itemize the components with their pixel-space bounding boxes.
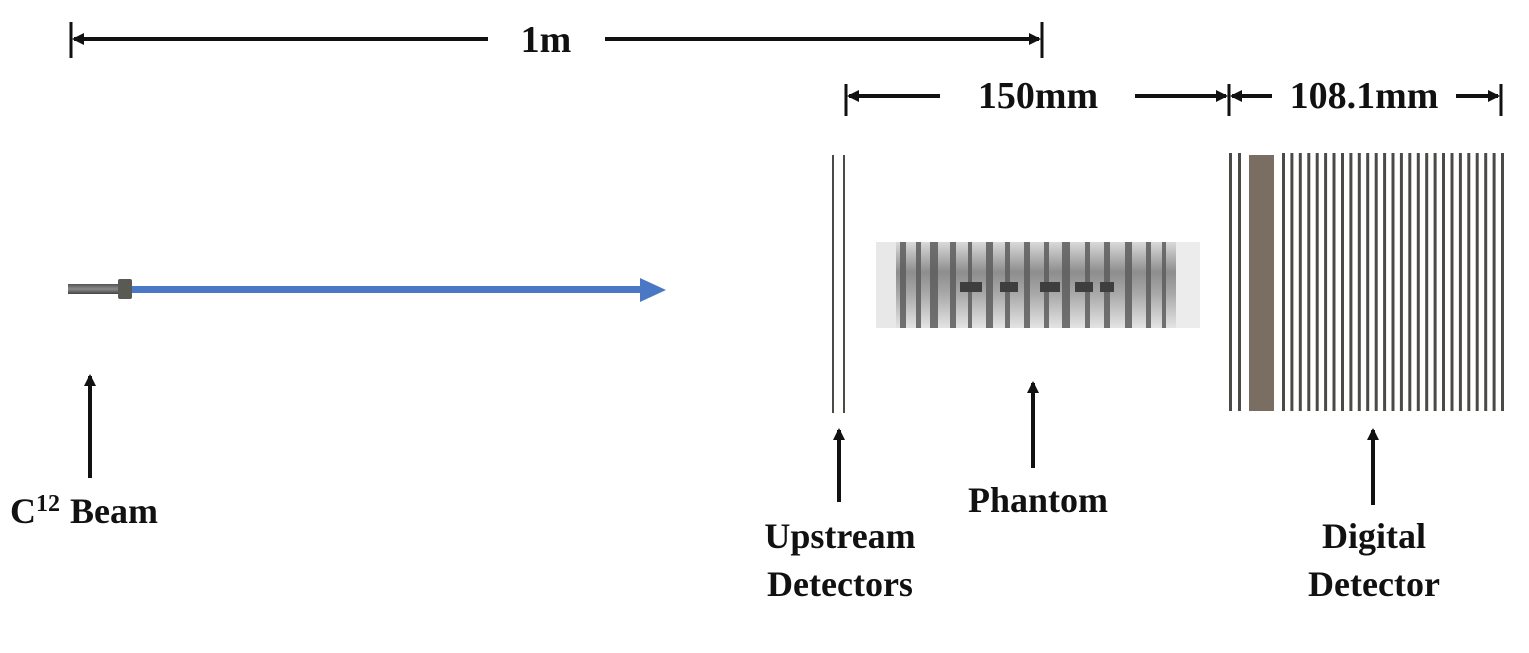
callout-arrows [84, 374, 1379, 505]
beam-label-suffix: Beam [70, 491, 158, 531]
digital-detector-plate [1501, 153, 1504, 411]
digital-detector-plates [1282, 153, 1504, 411]
digital-detector-plate [1442, 153, 1445, 411]
digital-detector-plate [1467, 153, 1471, 411]
phantom-label: Phantom [968, 480, 1108, 520]
phantom-slab [1125, 242, 1132, 328]
phantom-insert [1075, 282, 1093, 292]
beam-arrow-shaft [132, 286, 642, 293]
phantom [876, 242, 1200, 328]
digital-detector-plate [1391, 153, 1395, 411]
digital-detector-plate [1374, 153, 1378, 411]
digital-detector-plate [1341, 153, 1344, 411]
digital-detector-plate [1458, 153, 1462, 411]
digital-detector-plate [1315, 153, 1319, 411]
upstream-detectors-label-line1: Upstream [764, 516, 915, 556]
phantom-slab [950, 242, 956, 328]
digital-detector-label-line1: Digital [1322, 516, 1426, 556]
digital-detector-plate [1492, 153, 1496, 411]
phantom-insert [1000, 282, 1018, 292]
upstream-plate-2 [843, 155, 845, 413]
phantom-slab [1062, 242, 1070, 328]
digital-detector-plate [1484, 153, 1488, 411]
digital-detector-plate [1349, 153, 1353, 411]
phantom-slab [1146, 242, 1151, 328]
beam-source [68, 279, 132, 299]
digital-detector-plate [1332, 153, 1336, 411]
phantom-inserts [960, 282, 1114, 292]
phantom-slab [930, 242, 938, 328]
digital-detector-plate [1450, 153, 1454, 411]
upstream-plate-1 [832, 155, 834, 413]
digital-detector-front-plate [1238, 153, 1241, 411]
phantom-slab [916, 242, 921, 328]
dimension-phantom-label: 150mm [978, 75, 1098, 117]
digital-detector-plate [1307, 153, 1311, 411]
digital-detector-plate [1366, 153, 1370, 411]
dimension-detector-region: 108.1mm [1230, 75, 1503, 117]
beam-label-superscript: 12 [36, 491, 60, 517]
digital-detector-plate [1433, 153, 1437, 411]
digital-detector-front-plate [1229, 153, 1232, 411]
phantom-end-left [876, 242, 896, 328]
phantom-slab [1024, 242, 1030, 328]
digital-detector-plate [1399, 153, 1403, 411]
dimension-total: 1m [69, 19, 1044, 61]
phantom-insert [1040, 282, 1060, 292]
beam-label-prefix: C [10, 491, 36, 531]
digital-detector [1229, 153, 1504, 411]
digital-detector-absorber [1249, 155, 1274, 411]
digital-detector-plate [1416, 153, 1420, 411]
upstream-detectors [832, 155, 845, 413]
phantom-slab [900, 242, 906, 328]
beam-arrow-head [640, 278, 666, 302]
phantom-insert [1100, 282, 1114, 292]
dimension-total-label: 1m [521, 19, 572, 61]
digital-detector-plate [1298, 153, 1302, 411]
dimension-detector-label: 108.1mm [1290, 75, 1439, 117]
beam-arrow [132, 278, 666, 302]
digital-detector-plate [1357, 153, 1361, 411]
phantom-body [876, 242, 1200, 328]
upstream-detectors-label-line2: Detectors [767, 564, 913, 604]
digital-detector-plate [1425, 153, 1429, 411]
phantom-end-right [1176, 242, 1200, 328]
digital-detector-plate [1282, 153, 1285, 411]
digital-detector-plate [1383, 153, 1387, 411]
phantom-slab [986, 242, 993, 328]
phantom-slab [1162, 242, 1166, 328]
digital-detector-plate [1290, 153, 1294, 411]
digital-detector-plate [1324, 153, 1328, 411]
beam-nozzle-body [68, 284, 120, 294]
digital-detector-label-line2: Detector [1308, 564, 1440, 604]
dimension-phantom-region: 150mm [844, 75, 1231, 117]
beam-label: C12 Beam [10, 491, 158, 531]
digital-detector-plate [1408, 153, 1412, 411]
digital-detector-plate [1475, 153, 1479, 411]
phantom-insert [960, 282, 982, 292]
beam-nozzle-head [118, 279, 132, 299]
